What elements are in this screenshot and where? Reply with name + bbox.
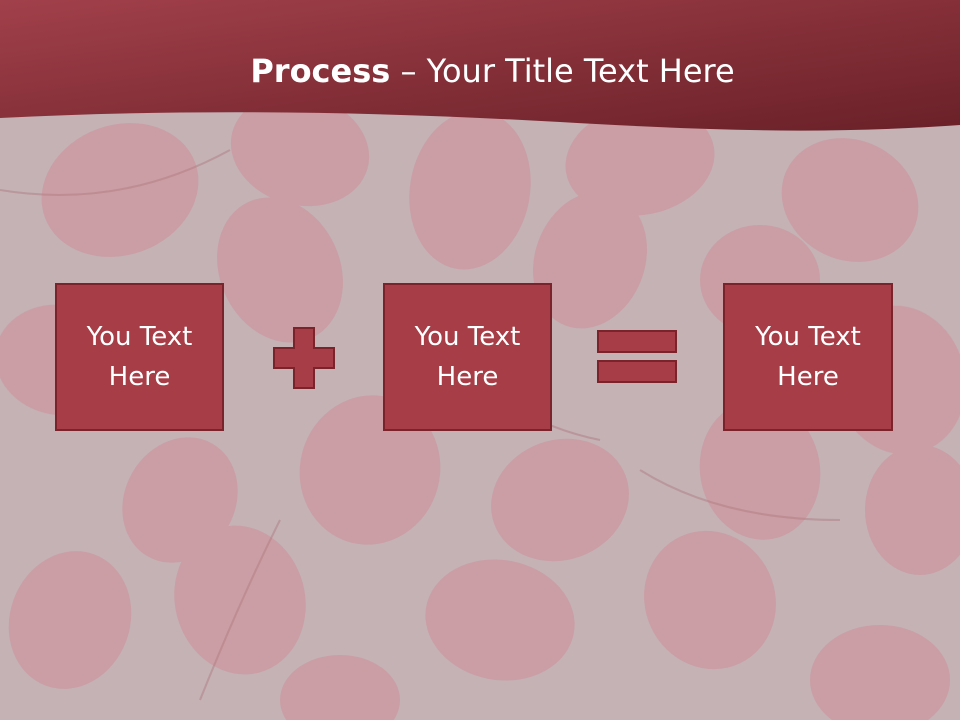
slide-title: Process – Your Title Text Here [0, 52, 960, 90]
process-box-2-text: You Text Here [414, 322, 521, 392]
title-bold: Process [250, 52, 391, 90]
process-box-3: You Text Here [723, 283, 893, 431]
title-rest: – Your Title Text Here [390, 52, 735, 90]
process-box-1-text: You Text Here [86, 322, 193, 392]
process-box-1: You Text Here [55, 283, 224, 431]
header-band [0, 0, 960, 131]
process-box-3-text: You Text Here [755, 322, 861, 392]
process-box-2: You Text Here [383, 283, 552, 431]
plus-icon [273, 327, 335, 389]
equals-icon [597, 330, 677, 383]
